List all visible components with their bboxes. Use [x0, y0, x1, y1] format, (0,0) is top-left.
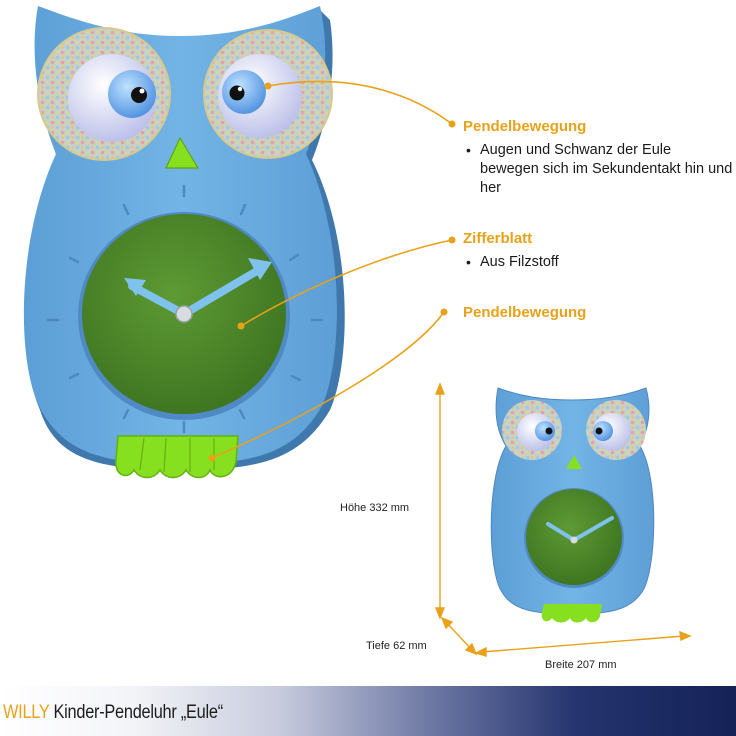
- footer-banner: [0, 686, 736, 736]
- callout-dots: [208, 82, 456, 462]
- leader-tail: [211, 311, 445, 459]
- beak: [165, 136, 200, 169]
- width-label: Breite 207 mm: [545, 659, 617, 671]
- large-owl-clock: [23, 6, 345, 479]
- hour-markers: [46, 184, 324, 434]
- dimension-lines: [434, 382, 692, 657]
- callout-eyes-list: Augen und Schwanz der Eule bewegen sich …: [463, 141, 733, 198]
- left-pupil: [131, 87, 147, 103]
- leader-eyes: [267, 80, 453, 125]
- right-pupil: [229, 85, 245, 101]
- height-label: Höhe 332 mm: [340, 502, 410, 514]
- product-name: Kinder-Pendeluhr „Eule“: [53, 702, 224, 723]
- callout-tail-title: Pendelbewegung: [463, 304, 587, 321]
- callout-leaders: [211, 80, 453, 459]
- callout-eyes-bullet: Augen und Schwanz der Eule bewegen sich …: [463, 141, 733, 198]
- tail-pendulum: [115, 435, 239, 479]
- left-eye: [37, 27, 171, 161]
- depth-dimension-line: [445, 621, 473, 651]
- clock-hands: [124, 258, 272, 323]
- width-dimension-line: [481, 635, 685, 653]
- callout-dial-list: Aus Filzstoff: [463, 253, 723, 272]
- callout-dial-bullet: Aus Filzstoff: [463, 253, 723, 272]
- small-owl-clock: [490, 387, 655, 623]
- callout-eyes: Pendelbewegung Augen und Schwanz der Eul…: [463, 118, 733, 198]
- callout-tail: Pendelbewegung: [463, 304, 723, 327]
- callout-dial-title: Zifferblatt: [463, 230, 533, 247]
- depth-label: Tiefe 62 mm: [366, 640, 427, 652]
- hand-center-cap: [175, 305, 193, 323]
- brand-name: WILLY: [3, 702, 50, 723]
- callout-eyes-title: Pendelbewegung: [463, 118, 587, 135]
- leader-dial: [240, 239, 453, 327]
- minute-hand: [180, 264, 266, 318]
- right-eye: [203, 29, 333, 159]
- hour-hand: [128, 282, 188, 318]
- footer-title: WILLY Kinder-Pendeluhr „Eule“: [3, 702, 223, 724]
- callout-dial: Zifferblatt Aus Filzstoff: [463, 230, 723, 272]
